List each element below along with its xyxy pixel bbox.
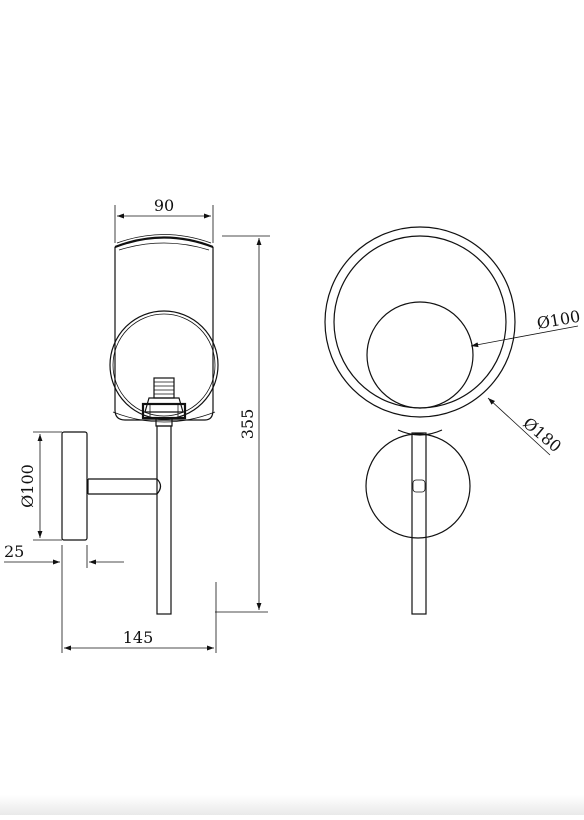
dim-shade-diameter: Ø180 [519, 414, 565, 457]
shade-outer [324, 226, 516, 418]
side-view [61, 234, 219, 615]
vertical-stem [156, 425, 172, 615]
lamp-holder [153, 377, 175, 399]
shade-side-outline [114, 247, 214, 421]
dim-backplate-diameter: Ø100 [18, 464, 37, 508]
shade-inner [333, 235, 507, 409]
globe-front [366, 301, 474, 409]
wall-arm [87, 478, 157, 495]
bottom-fade [0, 795, 584, 815]
front-stem [411, 432, 427, 615]
globe-side [109, 310, 219, 420]
dim-overall-height: 355 [238, 409, 257, 440]
dim-backplate-depth: 25 [4, 542, 24, 561]
dim-projection: 145 [123, 628, 154, 647]
dimension-lines [4, 205, 579, 653]
shade-top-rim [114, 236, 214, 249]
backplate-front [365, 433, 471, 539]
dim-top-width: 90 [154, 196, 174, 215]
front-view [324, 226, 516, 615]
dim-globe-diameter: Ø100 [535, 307, 581, 333]
backplate-side [61, 431, 88, 541]
